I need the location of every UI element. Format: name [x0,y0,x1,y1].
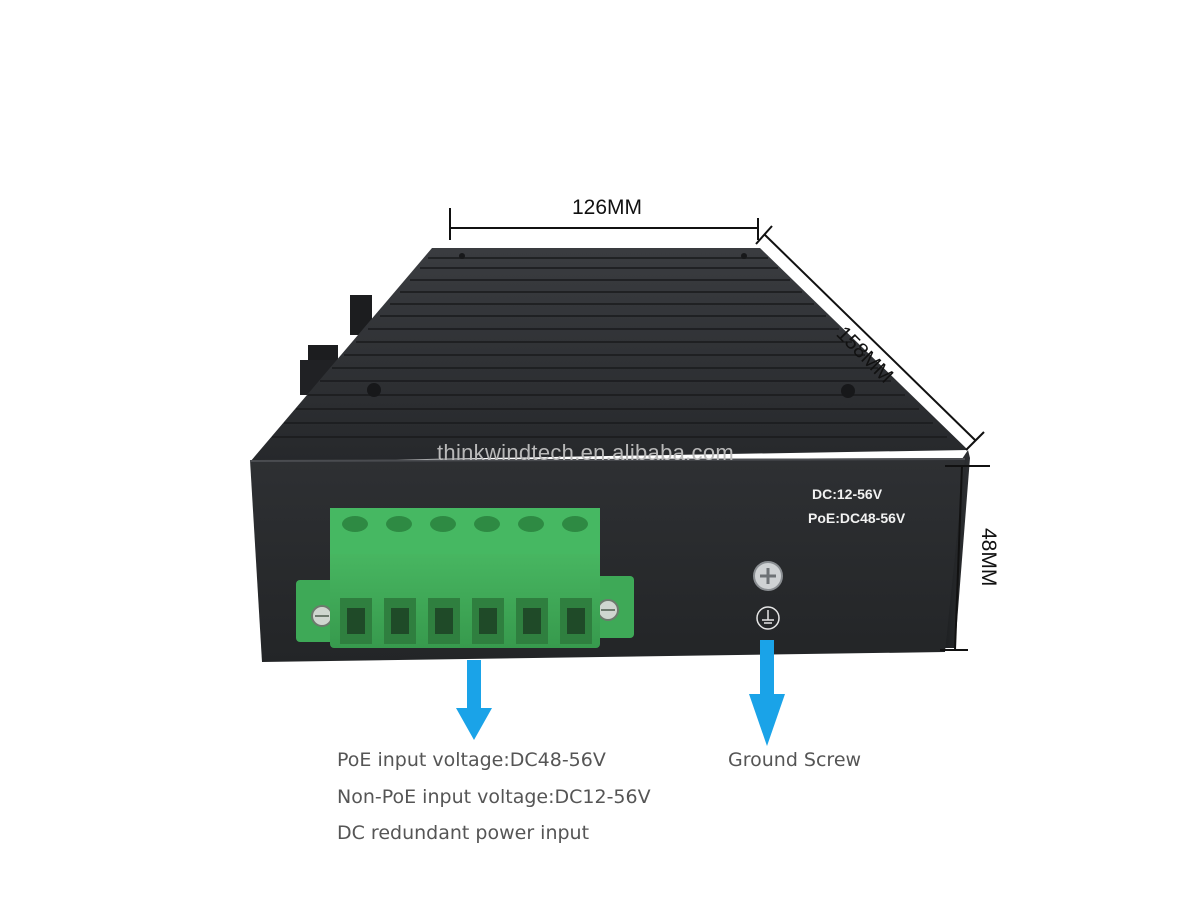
caption-poe-input: PoE input voltage:DC48-56V [337,749,606,771]
width-dimension-label: 126MM [572,196,643,219]
power-terminal-block [296,508,634,648]
ground-screw [753,561,783,630]
poe-spec-label: PoE:DC48-56V [808,510,906,526]
arrows [456,640,785,746]
watermark: thinkwindtech.en.alibaba.com [437,440,735,465]
dc-spec-label: DC:12-56V [812,486,883,502]
caption-redundant-power: DC redundant power input [337,822,590,844]
device-top [250,248,968,462]
caption-ground-screw: Ground Screw [728,749,862,771]
dimension-lines [449,208,990,651]
caption-non-poe-input: Non-PoE input voltage:DC12-56V [337,786,651,808]
height-dimension-label: 48MM [977,528,1000,587]
device-side [945,450,970,648]
